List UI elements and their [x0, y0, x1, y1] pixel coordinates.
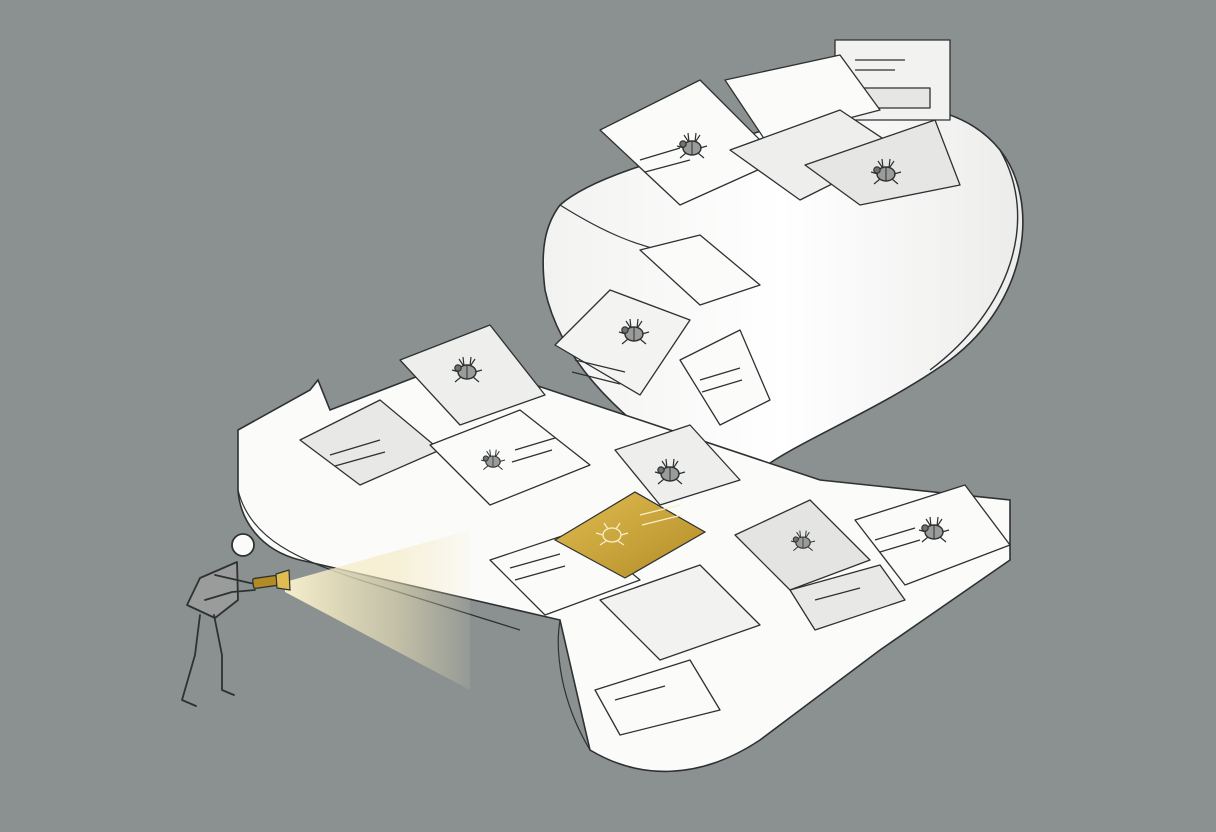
- document-icon: [429, 409, 591, 506]
- document-icon: [614, 424, 741, 506]
- flashlight-beam: [285, 530, 470, 690]
- document-stack: [299, 39, 1011, 736]
- flashlight-icon: [252, 569, 291, 591]
- document-icon: [554, 289, 691, 396]
- highlighted-document: [553, 491, 707, 579]
- bug-icon: [595, 522, 629, 546]
- person-figure: [181, 533, 263, 707]
